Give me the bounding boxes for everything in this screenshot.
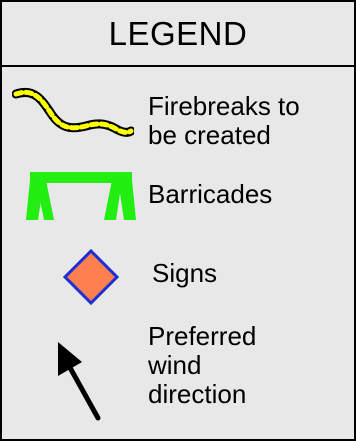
legend-title: LEGEND xyxy=(108,14,248,52)
diamond-sign-icon xyxy=(62,248,120,306)
dashed-line-icon xyxy=(12,88,134,137)
legend-label-signs: Signs xyxy=(152,258,218,288)
legend-label-barricades: Barricades xyxy=(148,179,273,209)
legend-label-wind: Preferred wind direction xyxy=(148,321,257,409)
legend-label-firebreaks: Firebreaks to be created xyxy=(148,91,300,150)
legend-header: LEGEND xyxy=(2,2,354,67)
barricade-icon xyxy=(26,172,136,220)
arrow-icon xyxy=(58,342,101,421)
